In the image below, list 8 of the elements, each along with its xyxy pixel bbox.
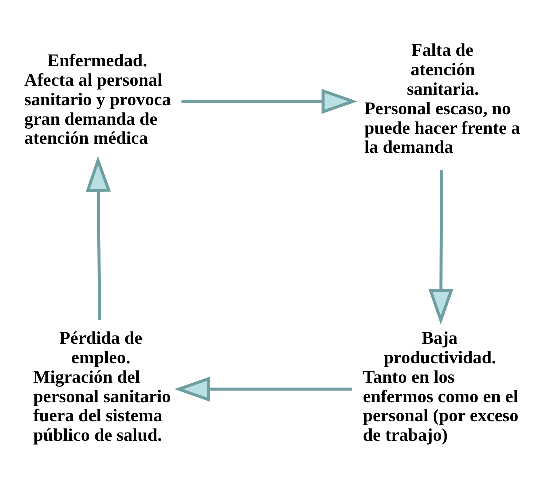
node-text: Falta de atención sanitaria. Personal escaso, no puede hacer frente a la demanda: [364, 40, 520, 158]
arrow: [182, 89, 358, 114]
node-text: Enfermedad. Afecta al personal sanitario y provoca gran demanda de atención médica: [24, 50, 172, 148]
node-text: Pérdida de empleo. Migración del personal sanitario fuera del sistema público de salud.: [33, 328, 172, 446]
node-text: Baja productividad. Tanto en los enfermos como en el personal (por exceso de trabajo): [363, 328, 519, 446]
arrow: [86, 156, 112, 320]
arrow: [428, 170, 454, 325]
arrow: [174, 376, 352, 402]
